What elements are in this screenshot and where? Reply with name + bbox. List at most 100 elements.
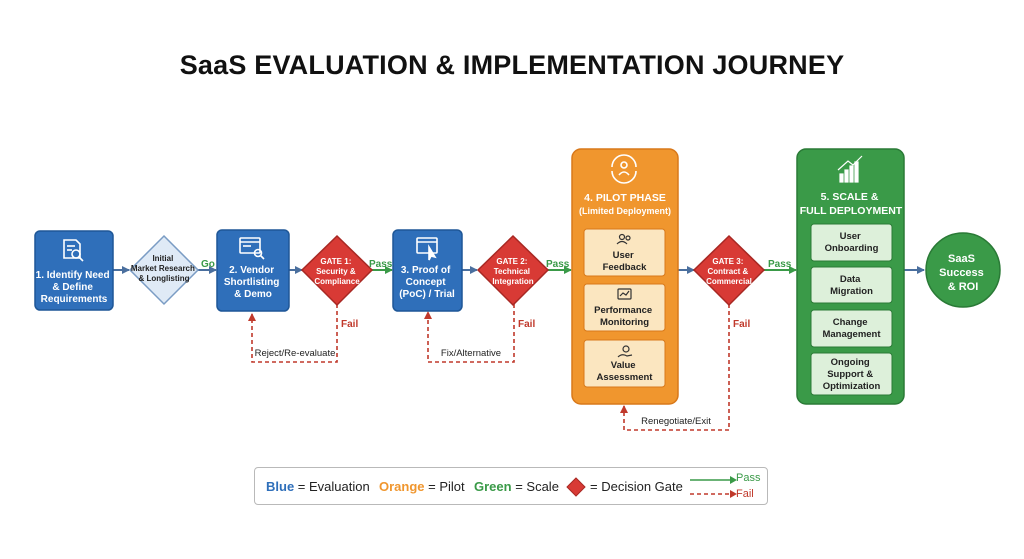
success-line-1: SaaS bbox=[948, 253, 975, 265]
market-line-2: Market Research bbox=[131, 264, 195, 273]
fail-loop-gate3 bbox=[620, 304, 730, 431]
scale-item-data-migration[interactable]: Data Migration bbox=[810, 266, 893, 304]
users-icon bbox=[616, 233, 631, 245]
success-line-2: Success bbox=[939, 267, 984, 279]
legend-green: Green = Scale bbox=[474, 479, 559, 494]
svg-text:2. Vendor Shortlisting: 2. Vendor Shortlisting & Demo bbox=[224, 265, 282, 300]
legend-arrows-icon bbox=[690, 476, 737, 498]
fail-loop-gate1 bbox=[248, 304, 338, 363]
pilot-item-3-line-2: Assessment bbox=[597, 372, 654, 383]
scale-item-4-line-3: Optimization bbox=[823, 381, 881, 392]
gate1-line-3: Compliance bbox=[314, 277, 360, 286]
gate3-line-3: Commercial bbox=[706, 277, 752, 286]
step-proof-of-concept[interactable]: 3. Proof of Concept (PoC) / Trial bbox=[392, 229, 463, 312]
identify-line-1: 1. Identify Need bbox=[36, 270, 110, 281]
step-vendor-shortlisting[interactable]: 2. Vendor Shortlisting & Demo bbox=[216, 229, 290, 312]
pilot-item-user-feedback[interactable]: User Feedback bbox=[583, 228, 666, 277]
poc-line-3: (PoC) / Trial bbox=[399, 289, 455, 300]
scale-title-line-1: 5. SCALE & bbox=[821, 191, 879, 203]
pilot-item-2-line-2: Monitoring bbox=[600, 317, 649, 328]
market-research-diamond[interactable]: Initial Market Research & Longlisting bbox=[128, 234, 200, 306]
svg-text:3. Proof of Concept: 3. Proof of Concept (PoC) / Trial bbox=[399, 265, 455, 300]
legend-pass: Pass bbox=[736, 472, 761, 484]
gate2-line-2: Technical bbox=[494, 267, 530, 276]
pilot-title: 4. PILOT PHASE bbox=[584, 192, 666, 204]
gate3-line-2: Contract & bbox=[707, 267, 748, 276]
gate1-line-1: GATE 1: bbox=[320, 257, 351, 266]
gate-2[interactable]: GATE 2: Technical Integration bbox=[476, 234, 550, 307]
poc-line-2: Concept bbox=[406, 277, 447, 288]
scale-title-line-2: FULL DEPLOYMENT bbox=[800, 205, 903, 217]
legend-blue-text: = Evaluation bbox=[297, 479, 370, 494]
svg-text:GATE 3: Contract &: GATE 3: Contract & Commercial bbox=[706, 257, 752, 286]
svg-text:Change Management: Change Management bbox=[822, 317, 881, 340]
identify-line-3: Requirements bbox=[41, 294, 108, 305]
renegotiate-label: Renegotiate/Exit bbox=[641, 416, 711, 427]
document-search-icon bbox=[63, 239, 84, 262]
vendor-line-3: & Demo bbox=[234, 289, 272, 300]
fail-loop-gate2 bbox=[424, 304, 515, 363]
scale-item-change-management[interactable]: Change Management bbox=[810, 309, 893, 348]
svg-text:Performance Monitoring: Performance Monitoring bbox=[594, 305, 655, 328]
gate-1[interactable]: GATE 1: Security & Compliance bbox=[300, 234, 374, 307]
scale-item-3-line-1: Change bbox=[833, 317, 868, 328]
pilot-item-1-line-2: Feedback bbox=[603, 262, 648, 273]
poc-line-1: 3. Proof of bbox=[401, 265, 451, 276]
growth-chart-icon bbox=[837, 155, 863, 183]
gate2-line-3: Integration bbox=[492, 277, 533, 286]
fix-label: Fix/Alternative bbox=[441, 348, 501, 359]
fail-label-1: Fail bbox=[341, 319, 358, 330]
pass-label-2: Pass bbox=[546, 259, 570, 270]
market-line-1: Initial bbox=[152, 254, 173, 263]
step-identify-need[interactable]: 1. Identify Need & Define Requirements bbox=[34, 230, 114, 311]
legend-blue-word: Blue bbox=[266, 479, 295, 494]
gate-3[interactable]: GATE 3: Contract & Commercial bbox=[692, 234, 766, 307]
pilot-item-3-line-1: Value bbox=[611, 360, 636, 371]
identify-line-2: & Define bbox=[52, 282, 93, 293]
legend-orange-word: Orange bbox=[379, 479, 425, 494]
vendor-line-2: Shortlisting bbox=[224, 277, 280, 288]
legend-fail: Fail bbox=[736, 488, 754, 500]
success-node[interactable]: SaaS Success & ROI bbox=[925, 232, 1001, 308]
svg-text:SaaS Success & ROI: SaaS Success & ROI bbox=[939, 253, 987, 293]
scale-item-2-line-1: Data bbox=[840, 274, 861, 285]
scale-item-4-line-2: Support & bbox=[827, 369, 873, 380]
legend-green-text: = Scale bbox=[515, 479, 559, 494]
monitor-chart-icon bbox=[617, 288, 632, 300]
svg-text:Value Assessment: Value Assessment bbox=[597, 360, 654, 383]
svg-text:Data Migration: Data Migration bbox=[830, 274, 873, 297]
legend: Blue = Evaluation Orange = Pilot Green =… bbox=[254, 467, 768, 505]
legend-gate-diamond-icon bbox=[566, 477, 586, 497]
pilot-item-value-assessment[interactable]: Value Assessment bbox=[583, 339, 666, 388]
identify-label: 1. Identify Need & Define Requirements bbox=[36, 270, 113, 305]
scale-item-2-line-2: Migration bbox=[830, 286, 873, 297]
legend-blue: Blue = Evaluation bbox=[266, 479, 370, 494]
gate3-line-1: GATE 3: bbox=[712, 257, 743, 266]
pass-label-1: Pass bbox=[369, 259, 393, 270]
pilot-phase[interactable]: 4. PILOT PHASE (Limited Deployment) User… bbox=[571, 148, 679, 405]
legend-green-word: Green bbox=[474, 479, 512, 494]
scale-item-user-onboarding[interactable]: User Onboarding bbox=[810, 223, 893, 262]
scale-item-1-line-2: Onboarding bbox=[825, 243, 879, 254]
pilot-item-1-line-1: User bbox=[613, 250, 634, 261]
pilot-item-2-line-1: Performance bbox=[594, 305, 652, 316]
reject-label: Reject/Re-evaluate bbox=[255, 348, 336, 359]
svg-text:GATE 1: Security &: GATE 1: Security & Compliance bbox=[314, 257, 360, 286]
svg-text:Initial Market Research: Initial Market Research & Longlisting bbox=[131, 254, 197, 283]
legend-orange: Orange = Pilot bbox=[379, 479, 465, 494]
svg-text:GATE 2: Technical: GATE 2: Technical Integration bbox=[492, 257, 533, 286]
scale-item-ongoing-support[interactable]: Ongoing Support & Optimization bbox=[810, 352, 893, 396]
hand-coin-icon bbox=[617, 345, 633, 358]
pilot-item-performance-monitoring[interactable]: Performance Monitoring bbox=[583, 283, 666, 332]
svg-text:Ongoing Support &: Ongoing Support & Optimization bbox=[823, 357, 881, 392]
window-cursor-icon bbox=[416, 237, 438, 261]
scale-phase[interactable]: 5. SCALE & FULL DEPLOYMENT User Onboardi… bbox=[796, 148, 905, 405]
gate1-line-2: Security & bbox=[316, 267, 356, 276]
vendor-line-1: 2. Vendor bbox=[229, 265, 274, 276]
success-line-3: & ROI bbox=[948, 281, 979, 293]
fail-label-3: Fail bbox=[733, 319, 750, 330]
pilot-subtitle: (Limited Deployment) bbox=[579, 206, 671, 216]
pass-label-3: Pass bbox=[768, 259, 792, 270]
diagram-title: SaaS EVALUATION & IMPLEMENTATION JOURNEY bbox=[179, 50, 845, 80]
